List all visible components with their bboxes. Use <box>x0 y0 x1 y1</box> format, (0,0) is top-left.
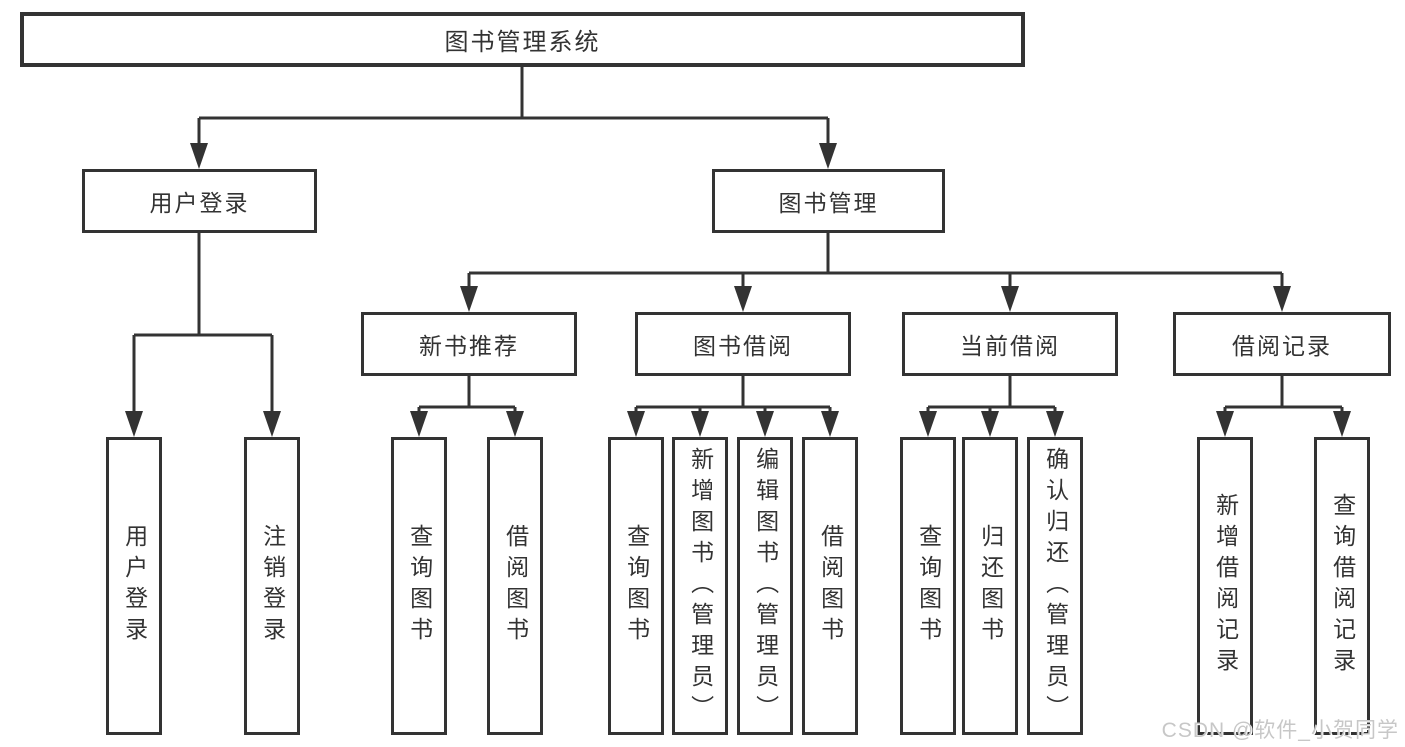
leaf-return-books-label: 归还图书 <box>977 524 1004 648</box>
leaf-add-borrow-record-label: 新增借阅记录 <box>1212 493 1239 679</box>
node-book-borrowing: 图书借阅 <box>635 312 851 376</box>
node-new-book-recommendation-label: 新书推荐 <box>419 333 519 359</box>
leaf-confirm-return-admin: 确认归还（管理员） <box>1027 437 1083 735</box>
leaf-query-books-recommend-label: 查询图书 <box>406 524 433 648</box>
leaf-logout: 注销登录 <box>244 437 300 735</box>
node-current-borrowing: 当前借阅 <box>902 312 1118 376</box>
node-new-book-recommendation: 新书推荐 <box>361 312 577 376</box>
leaf-query-books-borrowing-label: 查询图书 <box>623 524 650 648</box>
leaf-user-login-label: 用户登录 <box>121 524 148 648</box>
node-book-management: 图书管理 <box>712 169 945 233</box>
leaf-query-books-current-label: 查询图书 <box>915 524 942 648</box>
leaf-query-books-recommend: 查询图书 <box>391 437 447 735</box>
node-library-system: 图书管理系统 <box>20 12 1025 67</box>
leaf-query-books-current: 查询图书 <box>900 437 956 735</box>
leaf-borrow-books-recommend: 借阅图书 <box>487 437 543 735</box>
arrowheads <box>125 143 1351 437</box>
node-user-login-label: 用户登录 <box>149 190 250 216</box>
leaf-borrow-books-label: 借阅图书 <box>817 524 844 648</box>
leaf-return-books: 归还图书 <box>962 437 1018 735</box>
node-borrowing-records: 借阅记录 <box>1173 312 1391 376</box>
leaf-confirm-return-admin-label: 确认归还（管理员） <box>1042 446 1069 726</box>
leaf-add-borrow-record: 新增借阅记录 <box>1197 437 1253 735</box>
node-current-borrowing-label: 当前借阅 <box>960 333 1060 359</box>
leaf-add-books-admin: 新增图书（管理员） <box>672 437 728 735</box>
node-user-login: 用户登录 <box>82 169 317 233</box>
leaf-borrow-books-recommend-label: 借阅图书 <box>502 524 529 648</box>
csdn-watermark: CSDN @软件_小贺同学 <box>1161 719 1399 742</box>
leaf-edit-books-admin: 编辑图书（管理员） <box>737 437 793 735</box>
node-book-borrowing-label: 图书借阅 <box>693 333 793 359</box>
leaf-query-books-borrowing: 查询图书 <box>608 437 664 735</box>
leaf-borrow-books: 借阅图书 <box>802 437 858 735</box>
leaf-logout-label: 注销登录 <box>259 524 286 648</box>
node-book-management-label: 图书管理 <box>778 190 879 216</box>
leaf-add-books-admin-label: 新增图书（管理员） <box>687 446 714 726</box>
leaf-edit-books-admin-label: 编辑图书（管理员） <box>752 446 779 726</box>
node-borrowing-records-label: 借阅记录 <box>1232 333 1332 359</box>
leaf-query-borrow-record-label: 查询借阅记录 <box>1329 493 1356 679</box>
leaf-query-borrow-record: 查询借阅记录 <box>1314 437 1370 735</box>
node-library-system-label: 图书管理系统 <box>444 29 601 56</box>
leaf-user-login: 用户登录 <box>106 437 162 735</box>
